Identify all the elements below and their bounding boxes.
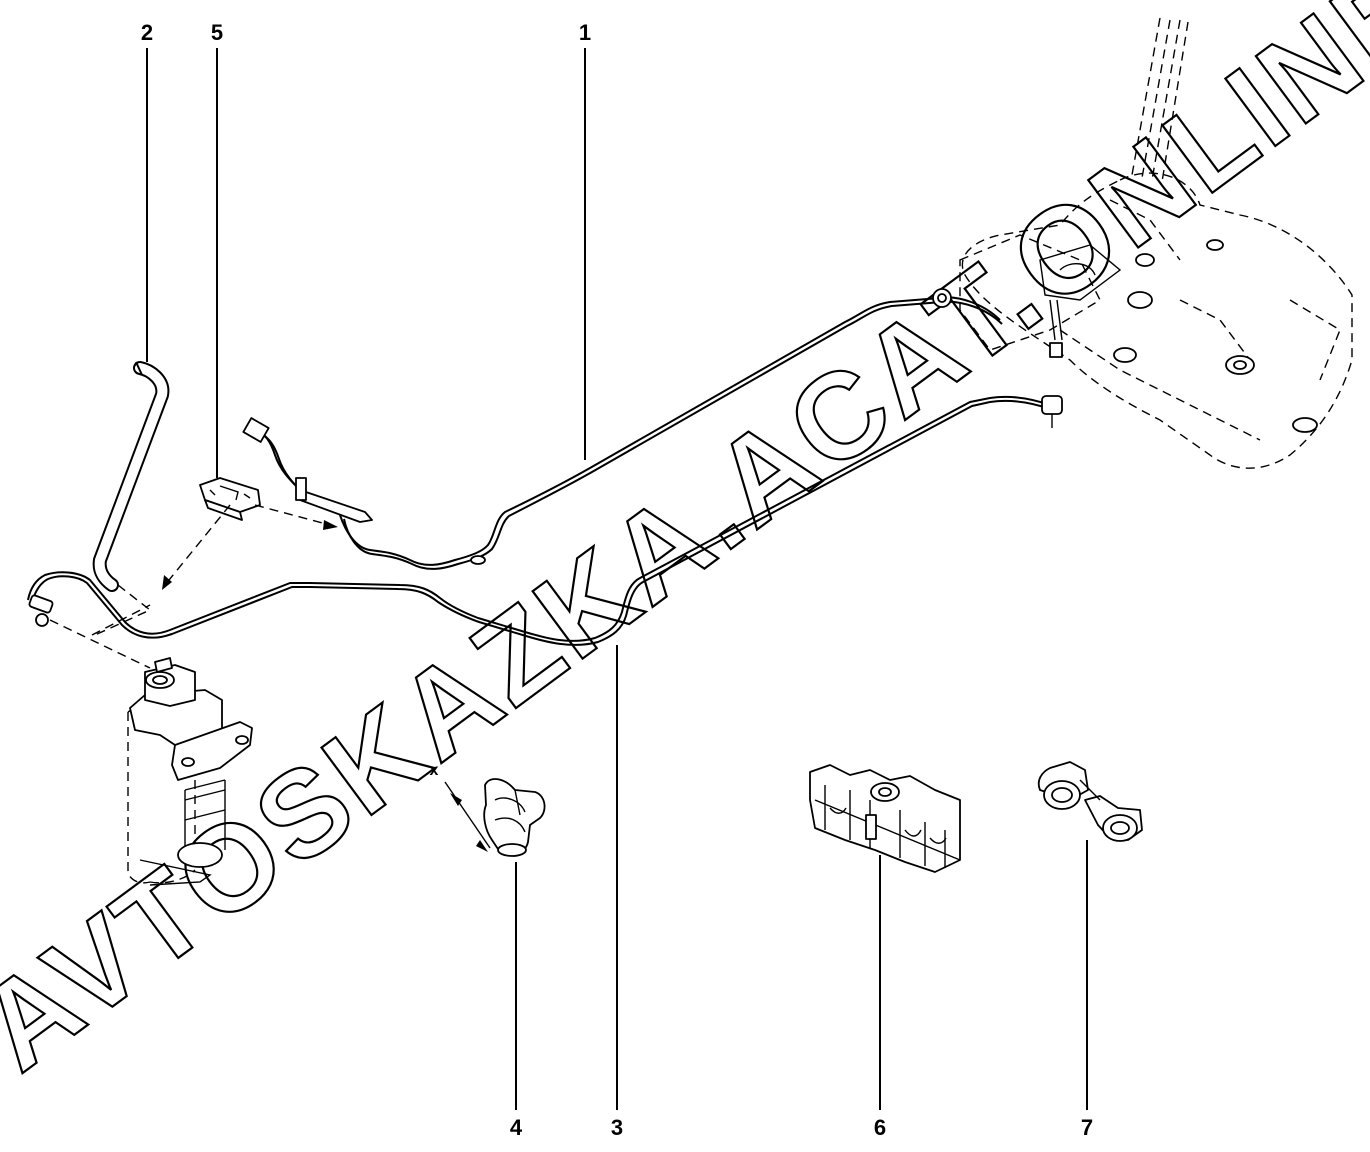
part-6-clip xyxy=(809,764,961,873)
fuel-pipe-3 xyxy=(27,395,1063,646)
part-7-clip xyxy=(1037,761,1143,842)
callout-3: 3 xyxy=(611,1115,623,1140)
fuel-pipe-1 xyxy=(242,288,1003,570)
callout-7: 7 xyxy=(1081,1115,1093,1140)
callout-2: 2 xyxy=(141,20,153,45)
watermark-text: AVTOSKAZKA.ACAT.ONLINE xyxy=(0,0,1370,1097)
part-4-clip xyxy=(444,778,546,857)
rear-assembly-outline xyxy=(959,17,1353,469)
watermark: AVTOSKAZKA.ACAT.ONLINE xyxy=(0,0,1370,1097)
canister-assembly xyxy=(49,604,253,886)
filler-hose-2 xyxy=(92,361,170,592)
callout-1: 1 xyxy=(579,20,591,45)
axis-marker-x: x xyxy=(430,762,439,779)
assembly-arrows xyxy=(94,504,338,636)
callout-6: 6 xyxy=(874,1115,886,1140)
callout-5: 5 xyxy=(211,20,223,45)
leader-lines xyxy=(146,48,1088,1110)
callout-4: 4 xyxy=(510,1115,523,1140)
part-5-bracket xyxy=(199,477,261,521)
callout-labels: 1 2 3 4 5 6 7 x xyxy=(141,20,1093,1140)
